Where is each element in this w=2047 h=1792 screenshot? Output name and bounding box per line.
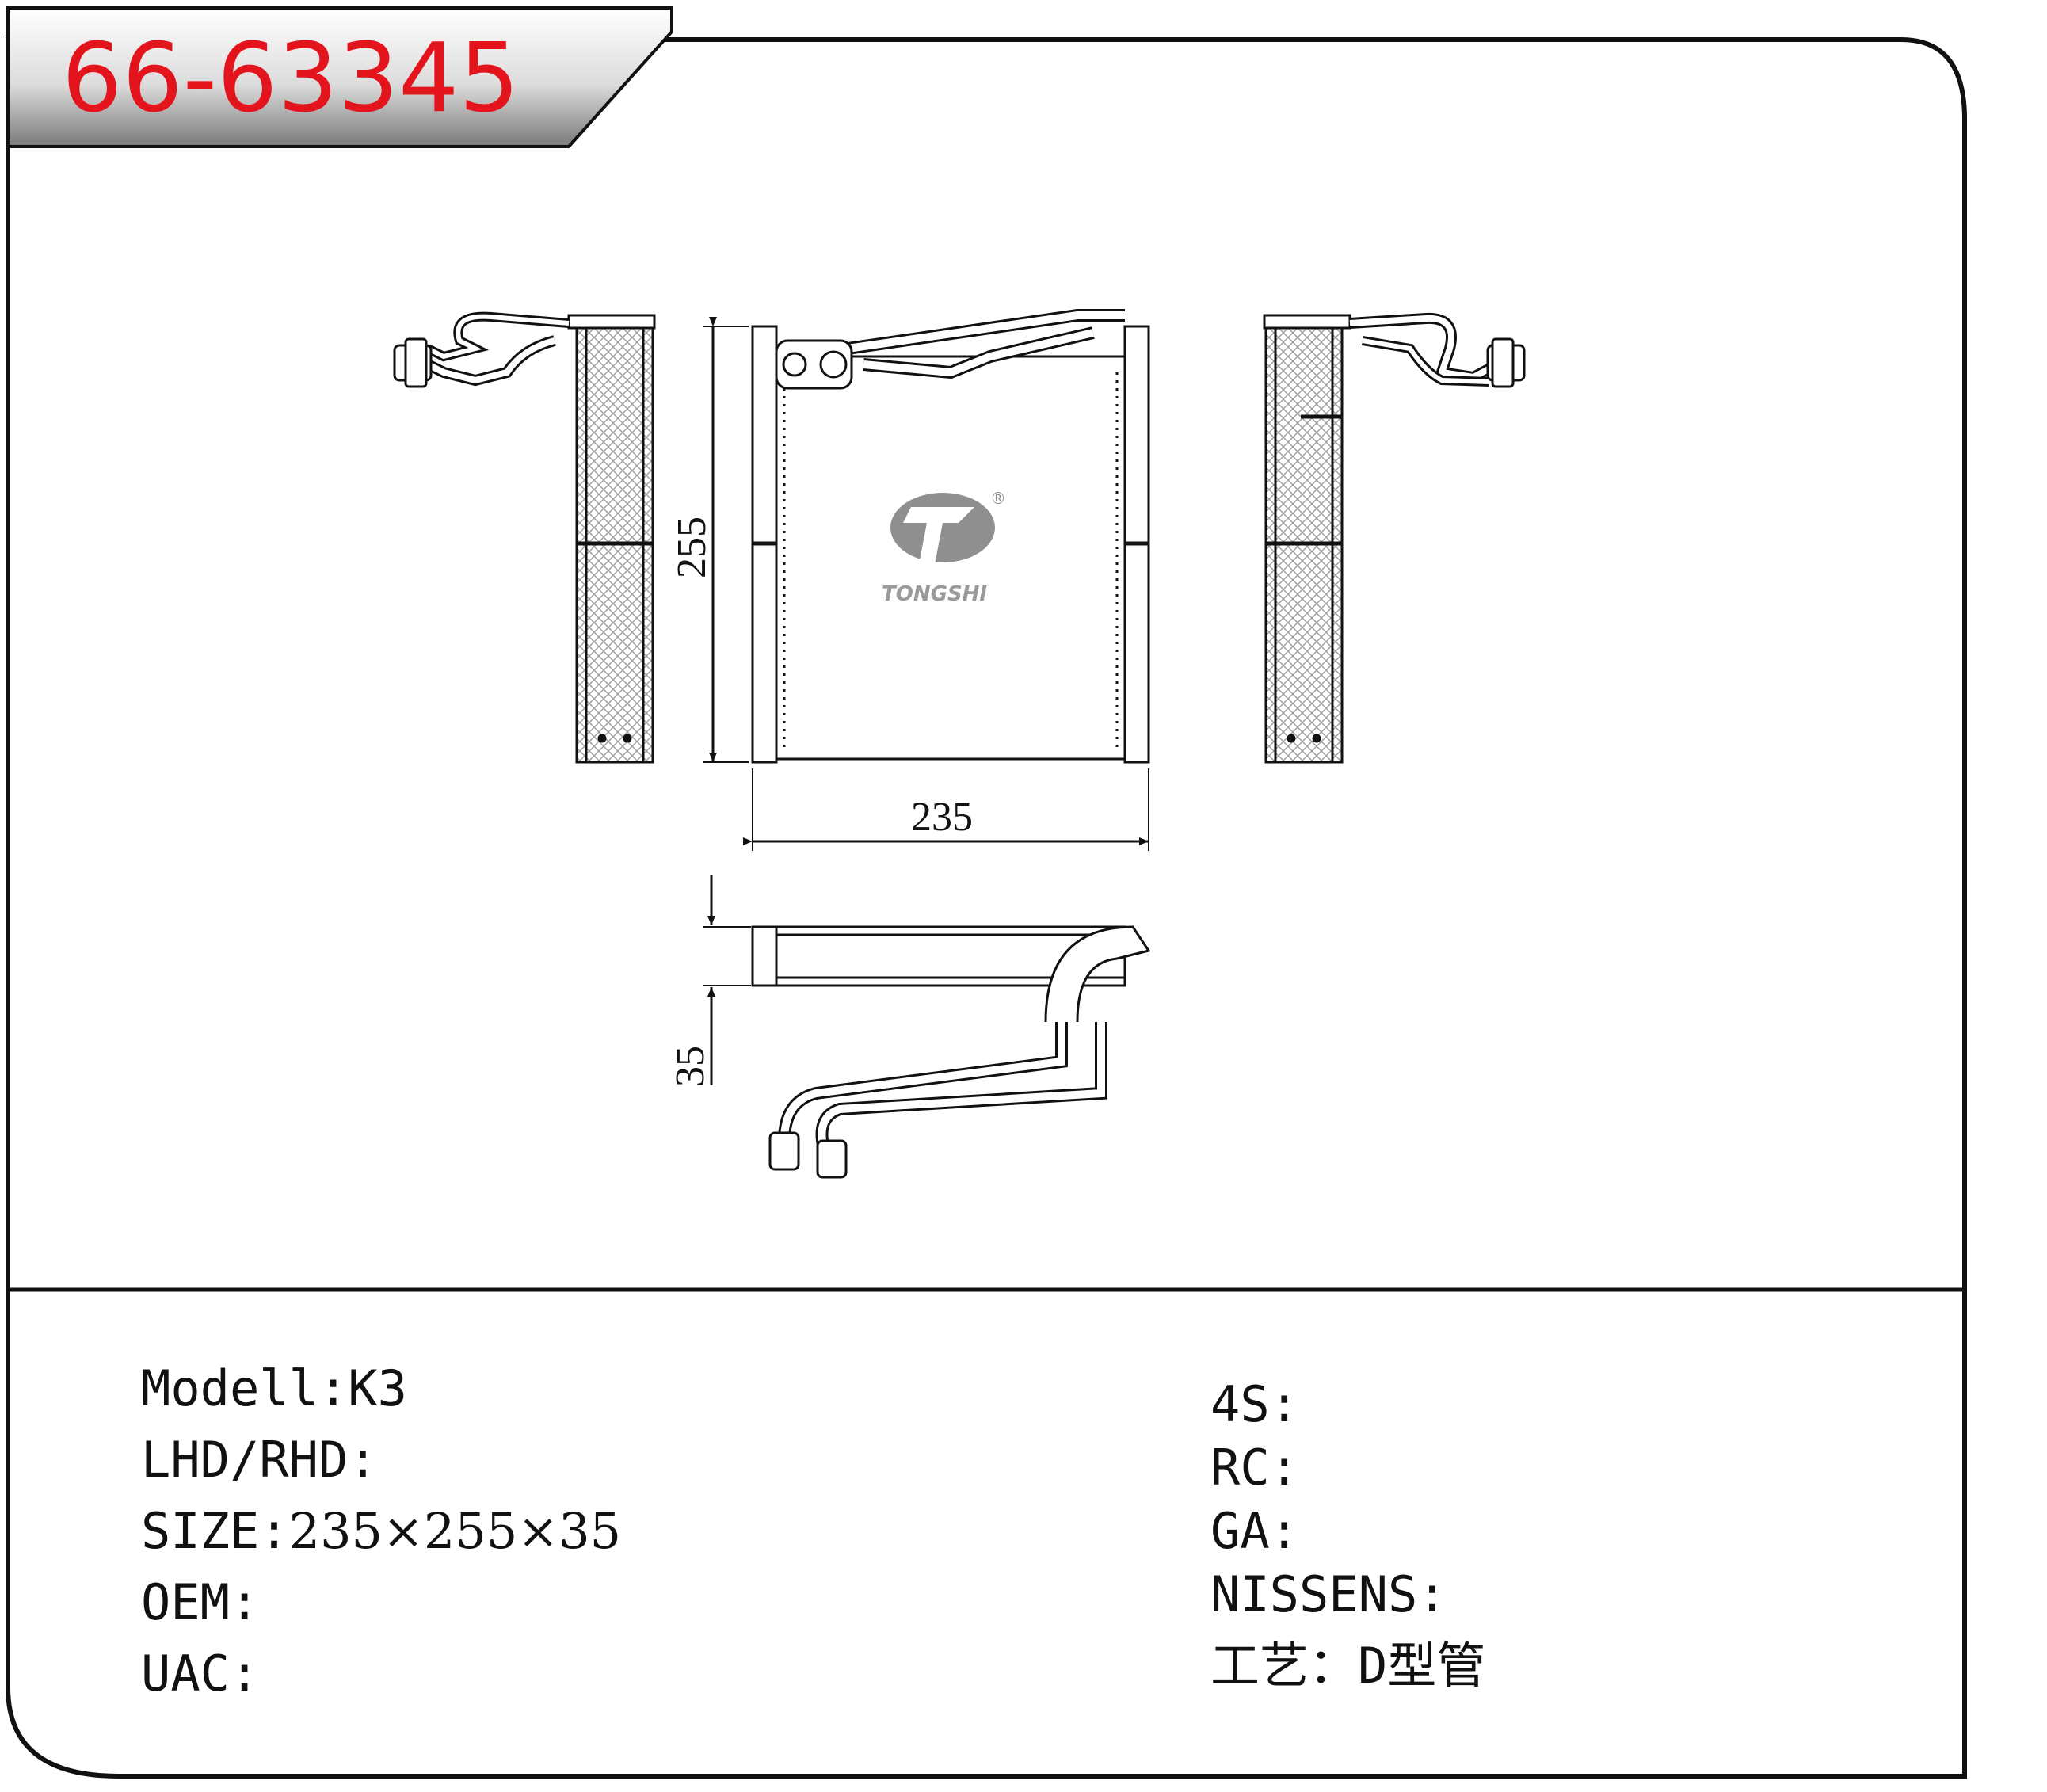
spec-process: 工艺：D型管 [1210,1637,1486,1695]
part-number: 66-63345 [62,24,520,134]
spec-uac: UAC: [141,1645,260,1702]
dim-height-label: 255 [669,517,715,578]
dim-width-label: 235 [911,795,973,840]
logo-text: TONGSHI [882,582,987,606]
registered-mark: ® [990,489,1006,508]
spec-ga: GA: [1210,1502,1299,1560]
spec-4s: 4S: [1210,1375,1299,1433]
spec-size: SIZE:235×255×35 [141,1502,622,1560]
spec-rc: RC: [1210,1439,1299,1497]
spec-nissens: NISSENS: [1210,1565,1447,1623]
dim-height [703,317,749,763]
left-side-view [393,311,656,764]
spec-model: Modell:K3 [141,1359,407,1417]
front-view [751,309,1150,764]
title-tab: 66-63345 [6,6,673,148]
spec-oem: OEM: [141,1573,260,1631]
dim-width [743,768,1149,851]
top-view [751,925,1151,1179]
dim-depth-label: 35 [668,1046,713,1087]
dim-depth [703,875,751,1085]
right-side-view [1263,312,1526,764]
spec-lhd-rhd: LHD/RHD: [141,1431,378,1489]
sheet-border [6,37,1967,1779]
tongshi-logo: TONGSHI ® [882,489,1006,606]
